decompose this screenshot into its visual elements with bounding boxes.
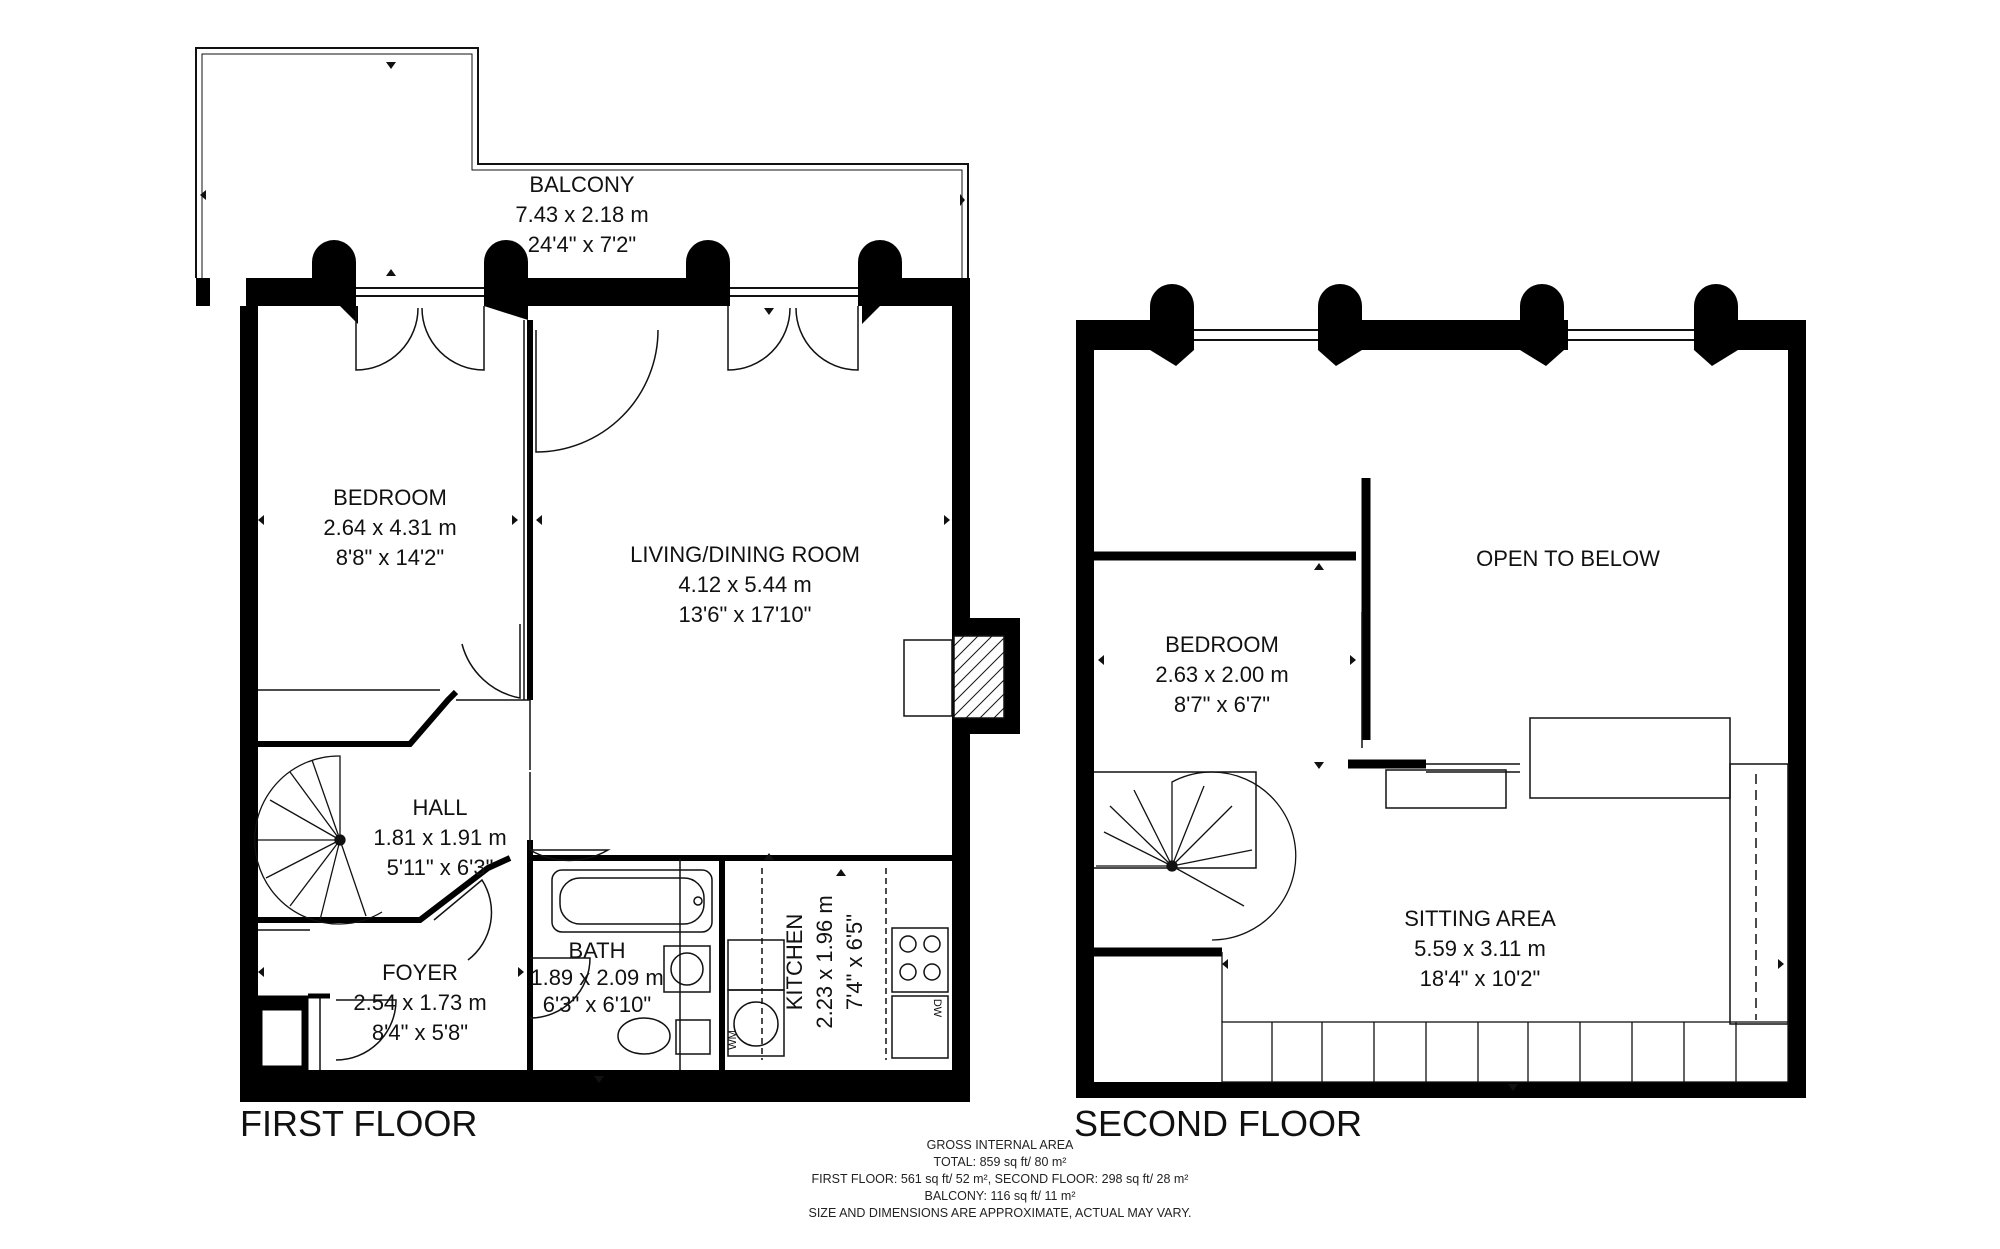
balcony-doors [355,306,859,371]
bedroom2-imperial: 8'7" x 6'7" [1174,692,1270,717]
first-floor-windows [210,278,860,306]
foyer-imperial: 8'4" x 5'8" [372,1020,468,1045]
balcony-metric: 7.43 x 2.18 m [515,202,648,227]
living-name: LIVING/DINING ROOM [630,542,860,567]
second-floor-labels: OPEN TO BELOW BEDROOM 2.63 x 2.00 m 8'7"… [1074,546,1660,1144]
kitchen-imperial: 7'4" x 6'5" [842,914,867,1010]
area-summary-floors: FIRST FLOOR: 561 sq ft/ 52 m², SECOND FL… [812,1172,1189,1186]
bedroom1-imperial: 8'8" x 14'2" [336,545,444,570]
first-floor-doors [335,329,659,1061]
hall-metric: 1.81 x 1.91 m [373,825,506,850]
foyer-name: FOYER [382,960,458,985]
second-floor-rails [1094,717,1789,1025]
sitting-imperial: 18'4" x 10'2" [1420,966,1541,991]
second-floor-windows [1192,320,1694,350]
second-floor-dimension-markers [1098,563,1784,1091]
area-summary-title: GROSS INTERNAL AREA [927,1138,1074,1152]
balcony-imperial: 24'4" x 7'2" [528,232,636,257]
hall-imperial: 5'11" x 6'3" [387,855,494,880]
area-summary-disclaimer: SIZE AND DIMENSIONS ARE APPROXIMATE, ACT… [809,1206,1192,1220]
first-floor-labels: BALCONY 7.43 x 2.18 m 24'4" x 7'2" BEDRO… [240,172,943,1144]
first-floor-interior-walls [257,320,952,1071]
bedroom1-metric: 2.64 x 4.31 m [323,515,456,540]
second-floor-stair-treads [1221,952,1789,1083]
fireplace [903,635,1005,719]
first-floor-title: FIRST FLOOR [240,1103,477,1144]
sitting-name: SITTING AREA [1404,906,1556,931]
second-floor-title: SECOND FLOOR [1074,1103,1362,1144]
area-summary-total: TOTAL: 859 sq ft/ 80 m² [934,1155,1067,1169]
bath-metric: 1.89 x 2.09 m [530,965,663,990]
bedroom1-name: BEDROOM [333,485,447,510]
bedroom2-name: BEDROOM [1165,632,1279,657]
area-summary-balcony: BALCONY: 116 sq ft/ 11 m² [925,1189,1076,1203]
area-summary: GROSS INTERNAL AREA TOTAL: 859 sq ft/ 80… [809,1138,1192,1220]
open-to-below-label: OPEN TO BELOW [1476,546,1660,571]
kitchen-metric: 2.23 x 1.96 m [812,895,837,1028]
sitting-metric: 5.59 x 3.11 m [1414,936,1546,961]
living-imperial: 13'6" x 17'10" [679,602,812,627]
bedroom2-metric: 2.63 x 2.00 m [1155,662,1288,687]
foyer-metric: 2.54 x 1.73 m [353,990,486,1015]
dishwasher-label: DW [931,999,943,1018]
bath-imperial: 6'3" x 6'10" [543,992,651,1017]
second-floor-interior-walls [1094,478,1520,957]
second-floor-spiral-stair [1096,771,1297,941]
first-floor-dimension-markers [200,62,965,1083]
hall-name: HALL [412,795,467,820]
washer-label: WM [727,1030,739,1050]
first-floor-columns [312,240,902,324]
living-metric: 4.12 x 5.44 m [678,572,811,597]
bath-name: BATH [568,938,625,963]
second-floor-plan: OPEN TO BELOW BEDROOM 2.63 x 2.00 m 8'7"… [1074,284,1806,1144]
second-floor-columns [1150,284,1738,366]
first-floor-plan: BALCONY 7.43 x 2.18 m 24'4" x 7'2" BEDRO… [195,47,1020,1144]
first-floor-spiral-stair [254,755,383,925]
balcony-name: BALCONY [529,172,634,197]
kitchen-fixtures [727,868,949,1060]
bath-fixtures [551,869,713,1055]
balcony-outline [195,47,969,278]
kitchen-name: KITCHEN [782,914,807,1011]
